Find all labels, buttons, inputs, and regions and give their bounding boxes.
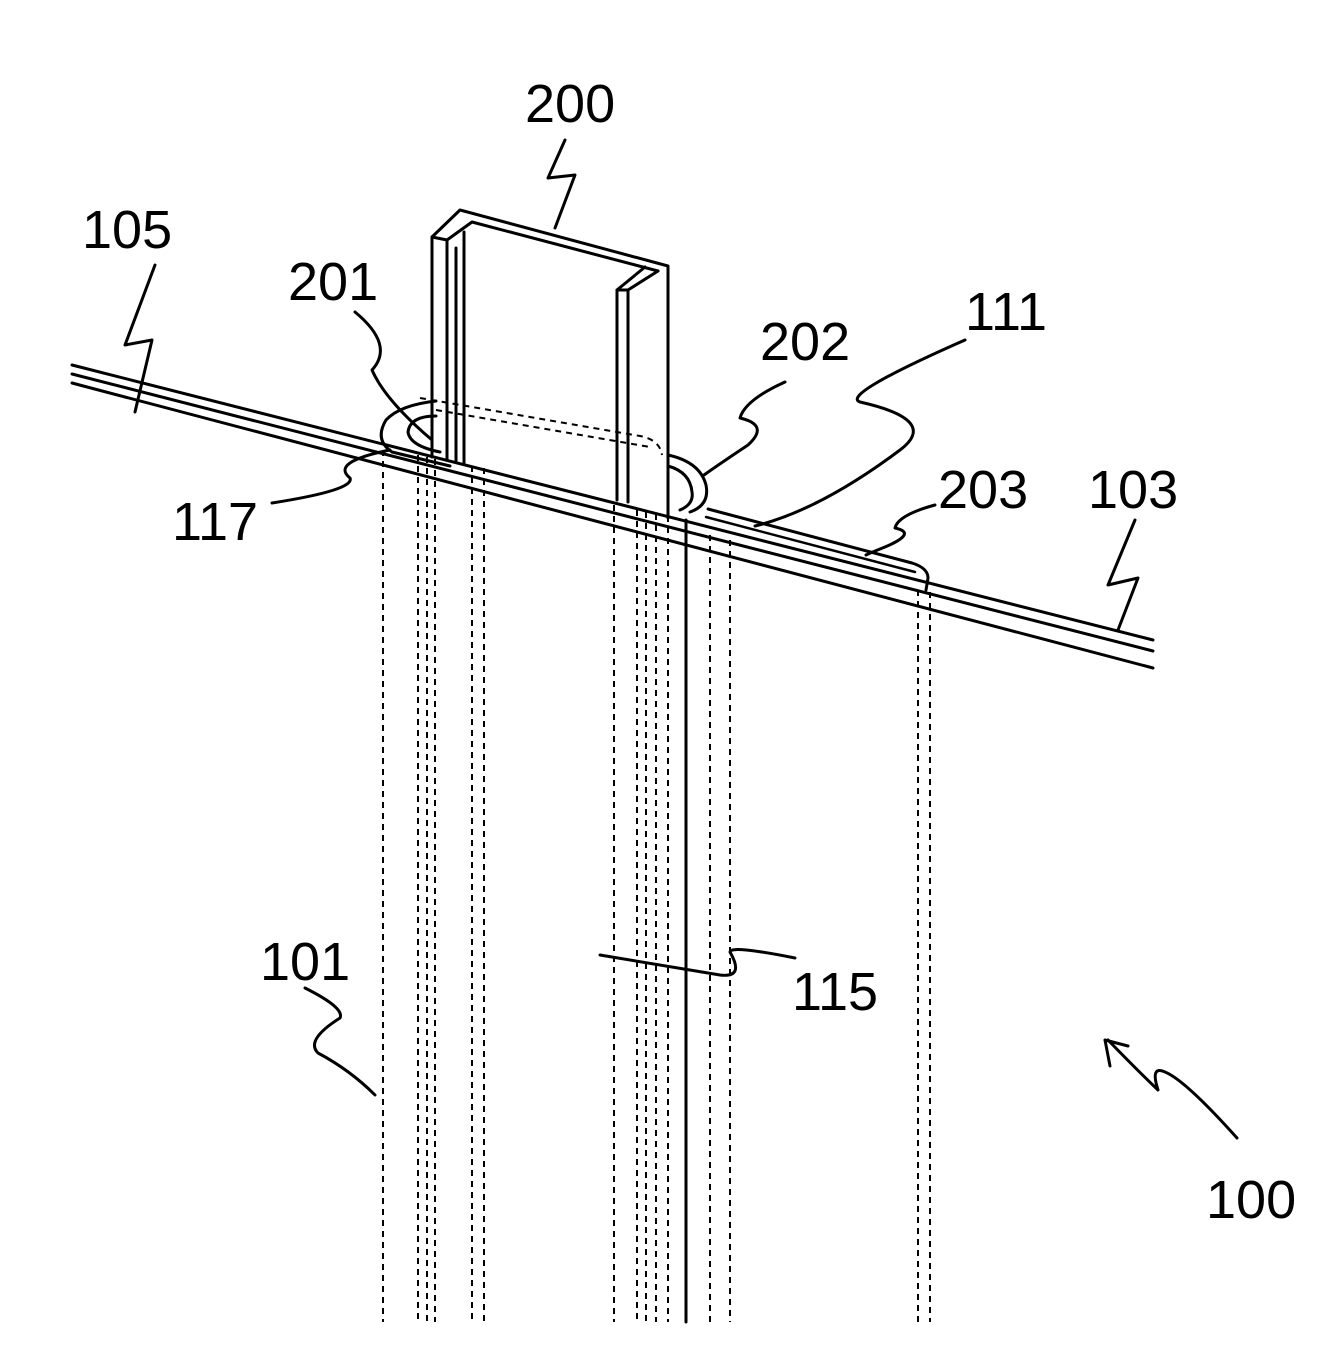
label-201: 201 bbox=[288, 252, 378, 312]
leader-203 bbox=[866, 505, 935, 555]
leader-201 bbox=[355, 312, 432, 440]
label-100: 100 bbox=[1206, 1170, 1296, 1230]
collar-right-inner bbox=[668, 466, 692, 510]
label-101: 101 bbox=[260, 932, 350, 992]
label-203: 203 bbox=[938, 460, 1028, 520]
channel-left-front bbox=[432, 237, 447, 460]
leader-101 bbox=[305, 988, 375, 1095]
flange bbox=[706, 509, 928, 590]
leader-115 bbox=[600, 950, 795, 976]
label-111: 111 bbox=[965, 282, 1047, 342]
leader-100 bbox=[1108, 1040, 1237, 1138]
channel-right-top bbox=[617, 271, 658, 500]
label-103: 103 bbox=[1088, 460, 1178, 520]
flange-top bbox=[708, 509, 928, 590]
channel-left-outer bbox=[432, 210, 668, 518]
label-200: 200 bbox=[525, 74, 615, 134]
leader-103 bbox=[1108, 520, 1138, 630]
leader-200 bbox=[548, 140, 575, 228]
hidden-vertical-lines bbox=[383, 450, 930, 1322]
channel-member bbox=[432, 210, 668, 518]
reference-numerals: 200 105 201 111 202 117 203 103 101 115 … bbox=[82, 74, 1296, 1230]
leader-117 bbox=[272, 450, 390, 503]
label-115: 115 bbox=[792, 962, 878, 1022]
leader-202 bbox=[704, 382, 785, 475]
label-105: 105 bbox=[82, 200, 172, 260]
label-117: 117 bbox=[172, 492, 258, 552]
label-202: 202 bbox=[760, 312, 850, 372]
arrowhead-100 bbox=[1105, 1040, 1128, 1066]
channel-left-inner bbox=[447, 222, 658, 271]
